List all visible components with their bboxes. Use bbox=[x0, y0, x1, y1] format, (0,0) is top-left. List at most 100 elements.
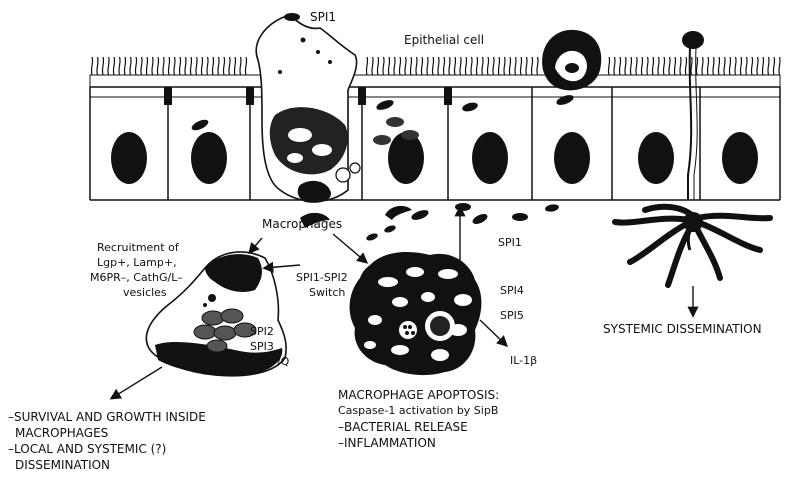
macrophages-label: Macrophages bbox=[262, 217, 342, 231]
microvillus bbox=[196, 57, 197, 75]
microvilli bbox=[91, 57, 780, 75]
microvillus bbox=[179, 57, 180, 75]
microvillus bbox=[146, 57, 147, 75]
microvillus bbox=[476, 57, 477, 75]
microvillus bbox=[696, 57, 697, 75]
spi3-label: SPI3 bbox=[250, 340, 274, 354]
microvillus bbox=[691, 57, 692, 75]
microvillus bbox=[647, 57, 648, 75]
microvillus bbox=[658, 57, 659, 75]
microvillus bbox=[762, 57, 763, 75]
survival-line-2: MACROPHAGES bbox=[15, 426, 108, 440]
tight-junction bbox=[164, 87, 172, 105]
microvillus bbox=[471, 57, 472, 75]
microvillus bbox=[168, 57, 169, 75]
microvillus bbox=[383, 57, 384, 75]
microvillus bbox=[130, 57, 131, 75]
microvillus bbox=[652, 57, 653, 75]
il1b-label: IL-1β bbox=[510, 354, 537, 368]
microvillus bbox=[779, 57, 780, 75]
brush-border-base bbox=[90, 75, 780, 87]
tight-junction bbox=[246, 87, 254, 105]
microvillus bbox=[185, 57, 186, 75]
microvillus bbox=[504, 57, 505, 75]
microvillus bbox=[207, 57, 208, 75]
microvillus bbox=[482, 57, 483, 75]
microvillus bbox=[663, 57, 664, 75]
microvillus bbox=[372, 57, 373, 75]
microvillus bbox=[399, 57, 400, 75]
apoptosis-line-1: MACROPHAGE APOPTOSIS: bbox=[338, 388, 499, 402]
microvillus bbox=[757, 57, 758, 75]
microvillus bbox=[113, 57, 114, 75]
microvillus bbox=[416, 57, 417, 75]
microvillus bbox=[229, 57, 230, 75]
microvillus bbox=[641, 57, 642, 75]
nucleus bbox=[191, 132, 227, 184]
microvillus bbox=[520, 57, 521, 75]
microvillus bbox=[515, 57, 516, 75]
microvillus bbox=[240, 57, 241, 75]
microvillus bbox=[91, 57, 92, 75]
spi5-label: SPI5 bbox=[500, 309, 524, 323]
recruitment-line-2: Lgp+, Lamp+, bbox=[97, 256, 177, 270]
microvillus bbox=[124, 57, 125, 75]
microvillus bbox=[102, 57, 103, 75]
microvillus bbox=[768, 57, 769, 75]
microvillus bbox=[388, 57, 389, 75]
microvillus bbox=[108, 57, 109, 75]
microvillus bbox=[746, 57, 747, 75]
recruitment-line-3: M6PR–, CathG/L– bbox=[90, 271, 183, 285]
microvillus bbox=[685, 57, 686, 75]
microvillus bbox=[669, 57, 670, 75]
microvillus bbox=[119, 57, 120, 75]
microvillus bbox=[751, 57, 752, 75]
microvillus bbox=[454, 57, 455, 75]
microvillus bbox=[724, 57, 725, 75]
microvillus bbox=[608, 57, 609, 75]
microvillus bbox=[636, 57, 637, 75]
microvillus bbox=[443, 57, 444, 75]
microvillus bbox=[201, 57, 202, 75]
spi1-top-label: SPI1 bbox=[310, 10, 336, 24]
microvillus bbox=[366, 57, 367, 75]
microvillus bbox=[218, 57, 219, 75]
microvillus bbox=[465, 57, 466, 75]
apoptosis-line-3: –BACTERIAL RELEASE bbox=[338, 420, 468, 434]
microvillus bbox=[190, 57, 191, 75]
microvillus bbox=[394, 57, 395, 75]
microvillus bbox=[421, 57, 422, 75]
microvillus bbox=[460, 57, 461, 75]
recruitment-line-4: vesicles bbox=[123, 286, 167, 300]
microvillus bbox=[526, 57, 527, 75]
microvillus bbox=[619, 57, 620, 75]
microvillus bbox=[702, 57, 703, 75]
microvillus bbox=[537, 57, 538, 75]
microvillus bbox=[713, 57, 714, 75]
microvillus bbox=[410, 57, 411, 75]
microvillus bbox=[405, 57, 406, 75]
apoptosis-line-2: Caspase-1 activation by SipB bbox=[338, 404, 498, 418]
microvillus bbox=[625, 57, 626, 75]
microvillus bbox=[157, 57, 158, 75]
microvillus bbox=[234, 57, 235, 75]
invading-structure bbox=[256, 13, 360, 203]
survival-line-4: DISSEMINATION bbox=[15, 458, 110, 472]
microvillus bbox=[163, 57, 164, 75]
switch-line-2: Switch bbox=[309, 286, 345, 300]
microvillus bbox=[223, 57, 224, 75]
tight-junction bbox=[358, 87, 366, 105]
microvillus bbox=[135, 57, 136, 75]
microvillus bbox=[674, 57, 675, 75]
microvillus bbox=[174, 57, 175, 75]
nucleus bbox=[554, 132, 590, 184]
microvillus bbox=[449, 57, 450, 75]
survival-line-1: –SURVIVAL AND GROWTH INSIDE bbox=[8, 410, 206, 424]
microvillus bbox=[729, 57, 730, 75]
microvillus bbox=[493, 57, 494, 75]
ruffled-invasion bbox=[542, 30, 601, 90]
microvillus bbox=[245, 57, 246, 75]
recruitment-line-1: Recruitment of bbox=[97, 241, 179, 255]
microvillus bbox=[487, 57, 488, 75]
